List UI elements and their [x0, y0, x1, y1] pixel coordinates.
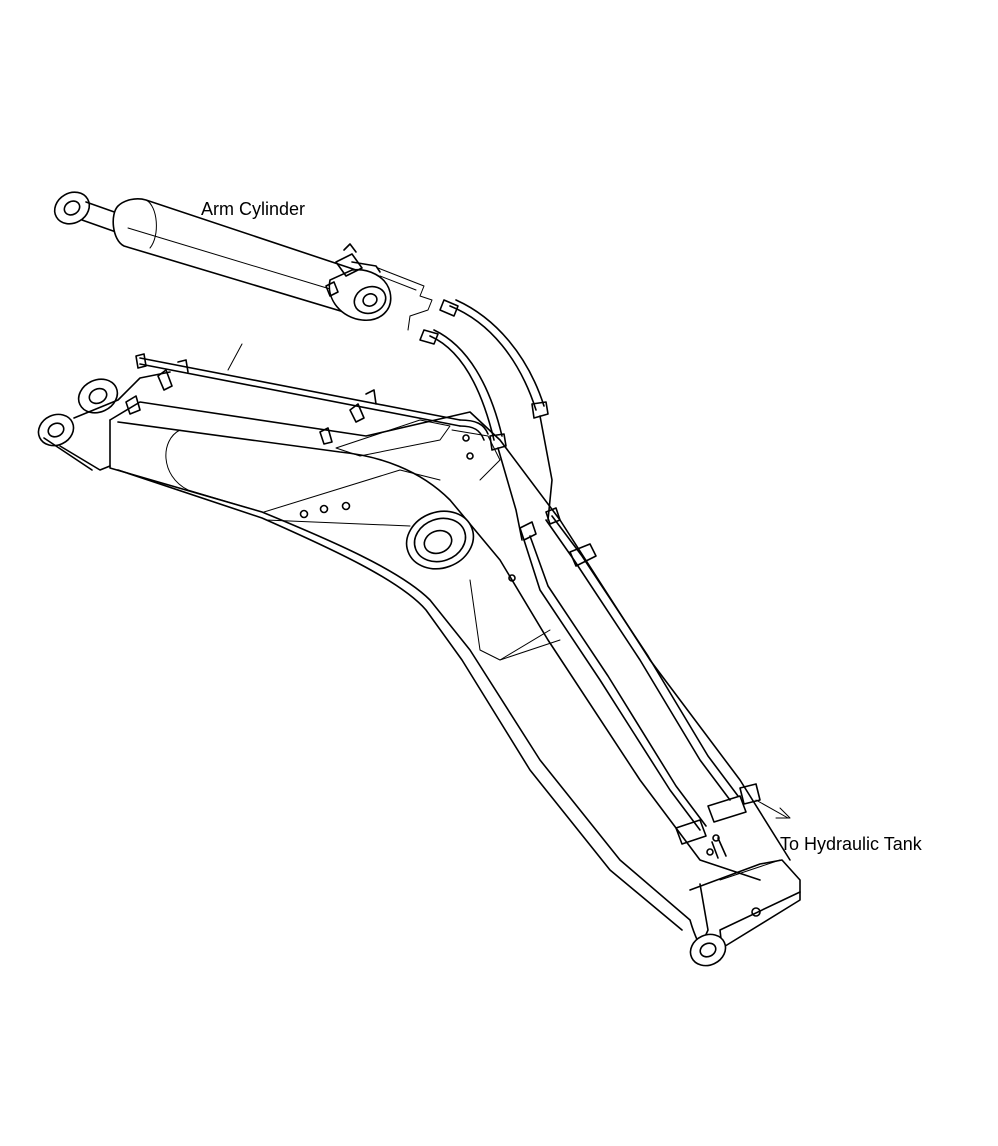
arm-cylinder-label: Arm Cylinder	[201, 199, 306, 219]
side-pipes	[519, 507, 791, 859]
boom-nose	[689, 859, 801, 967]
arm-cylinder	[53, 191, 392, 321]
connector-lines	[377, 267, 433, 331]
boom-body	[37, 359, 791, 959]
hydraulic-tank-label: To Hydraulic Tank	[780, 834, 922, 854]
upper-pipe	[135, 343, 489, 441]
flexible-hoses	[419, 299, 553, 541]
